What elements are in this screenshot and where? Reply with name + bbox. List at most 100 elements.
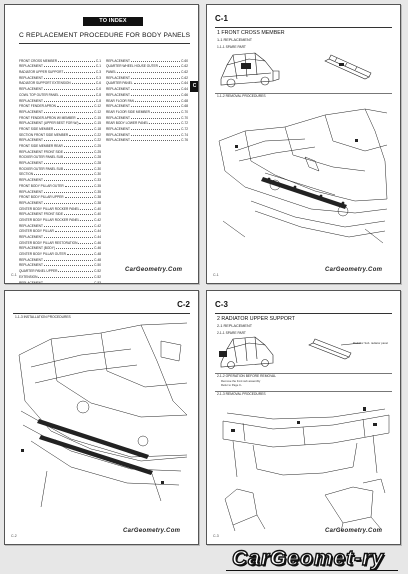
toc-entry[interactable]: REPLACEMENT C-22: [19, 137, 101, 143]
toc-entry-page: C-15: [94, 115, 101, 120]
toc-entry-page: C-22: [94, 132, 101, 137]
toc-leader: [69, 134, 94, 136]
toc-entry[interactable]: REPLACEMENT (BODY)C-46: [19, 245, 101, 250]
section-title: 2 RADIATOR UPPER SUPPORT: [217, 316, 295, 322]
toc-entry-title: REPLACEMENT: [19, 235, 43, 239]
toc-leader: [43, 139, 94, 142]
section-side-tab[interactable]: C: [190, 81, 198, 92]
toc-leader: [43, 65, 95, 68]
header-divider: [215, 27, 392, 28]
toc-leader: [43, 225, 94, 227]
toc-leader: [130, 139, 181, 142]
toc-entry-title: FRONT FENDER APRON: [19, 104, 56, 109]
toc-entry-title: REPLACEMENT: [19, 64, 43, 69]
toc-entry-title: REPLACEMENT: [19, 138, 43, 143]
toc-leader: [43, 111, 94, 113]
toc-entry-title: REPLACEMENT: [19, 223, 43, 228]
toc-leader: [59, 94, 95, 96]
toc-entry[interactable]: CENTER BODY PILLAR C-44: [19, 228, 101, 234]
toc-leader: [80, 208, 94, 210]
page-c2: C-2 1-1-3 INSTALLATION PROCEDURES CarGeo…: [4, 290, 199, 545]
toc-entry-page: C-46: [94, 240, 101, 245]
spare-part-heading: 2-1-1 SPARE PART: [217, 331, 246, 335]
toc-entry-page: C-22: [94, 138, 101, 143]
toc-entry-title: CENTER BODY PILLAR: [19, 229, 54, 234]
toc-leader: [149, 122, 181, 125]
toc-leader: [63, 151, 94, 153]
toc-entry-page: C-6: [95, 81, 101, 86]
toc-entry-title: REPLACEMENT: [19, 257, 43, 262]
toc-entry[interactable]: REPLACEMENT (UPPER BEST FOR W/)C-15: [19, 120, 101, 125]
toc-leader: [43, 179, 94, 182]
toc-entry-title: REPLACEMENT: [106, 92, 130, 97]
toc-entry-title: FRONT BODY PILLAR UPPER: [19, 195, 64, 200]
toc-entry-title: REPLACEMENT: [19, 98, 43, 103]
toc-entry-title: REPLACEMENT: [19, 263, 43, 268]
toc-entry-page: C-68: [181, 98, 188, 103]
toc-leader: [58, 60, 95, 62]
to-index-button[interactable]: TO INDEX: [83, 17, 143, 26]
toc-entry-title: REPLACEMENT: [19, 75, 43, 80]
toc-entry-page: C-44: [94, 229, 101, 234]
spare-part-heading: 1-1-1 SPARE PART: [217, 45, 246, 49]
toc-entry-title: CENTER BODY PILLAR ROCKER PANEL: [19, 217, 80, 222]
section-title: 1 FRONT CROSS MEMBER: [217, 30, 285, 36]
toc-entry[interactable]: REPLACEMENT C-1: [19, 63, 101, 69]
divider: [215, 373, 392, 374]
toc-entry-title: QUARTER PANEL: [106, 81, 133, 86]
toc-entry-page: C-1: [95, 64, 101, 69]
toc-leader: [130, 77, 181, 79]
